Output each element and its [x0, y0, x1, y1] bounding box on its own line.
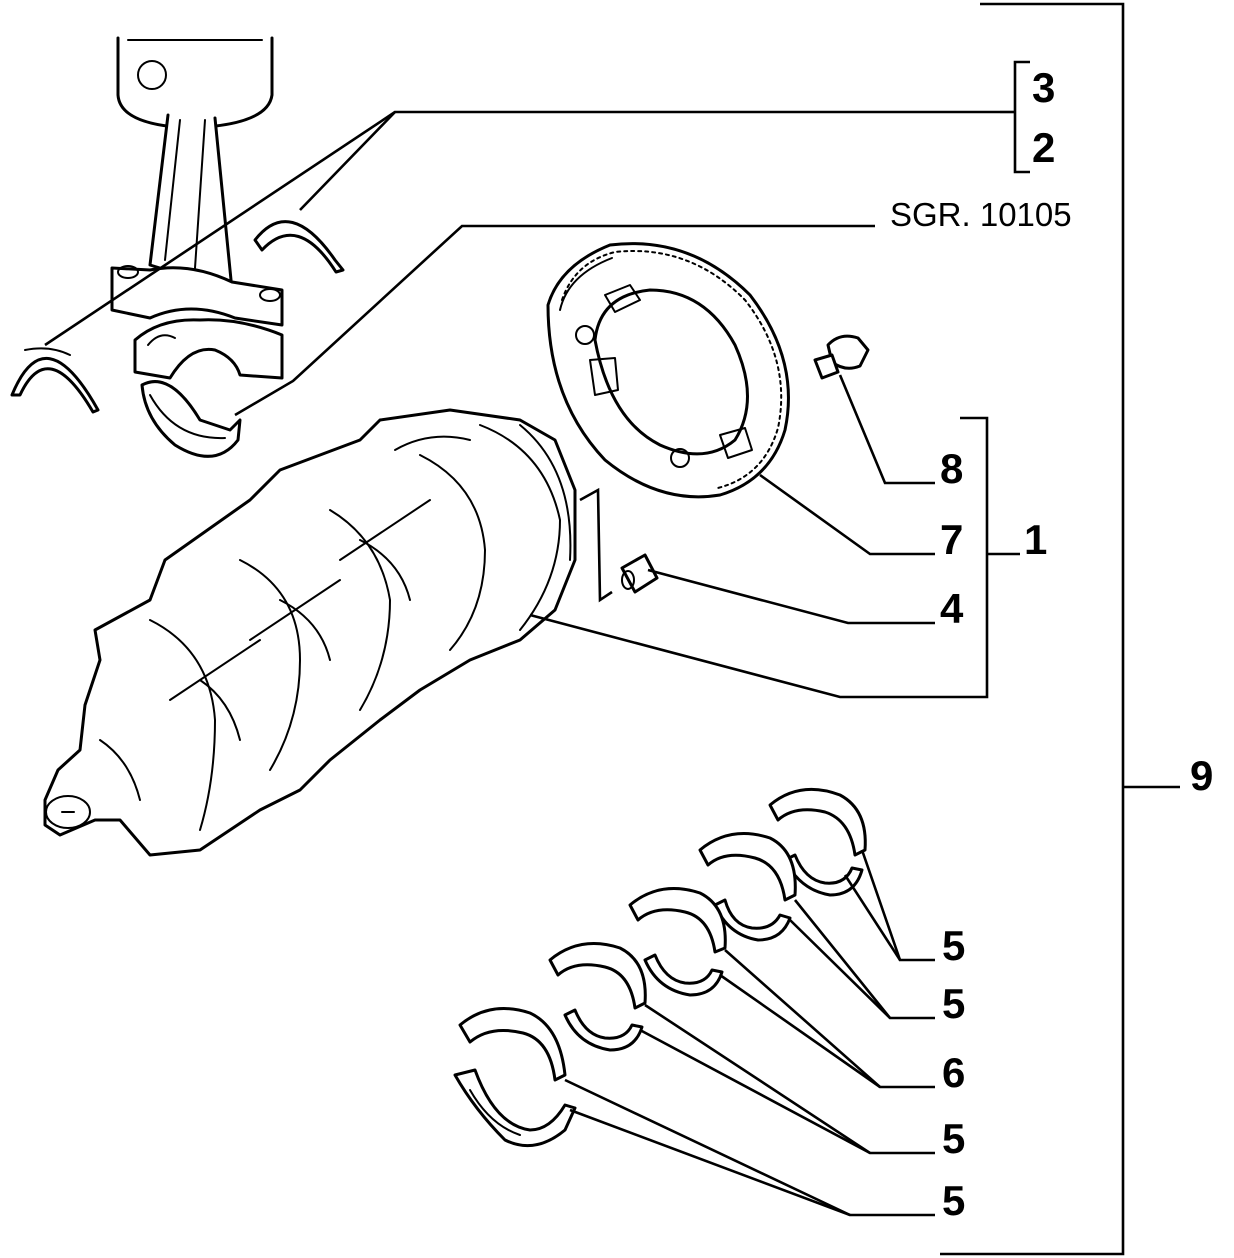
dowel-illustration: [620, 553, 659, 594]
connecting-rod-illustration: [110, 36, 284, 380]
main-bearing-shells-illustration: [453, 787, 867, 1148]
callout-5-d: 5: [942, 1177, 965, 1224]
callout-4: 4: [940, 585, 964, 632]
callout-5-a: 5: [942, 922, 965, 969]
crankshaft-illustration: [43, 408, 577, 857]
screw-illustration: [813, 334, 870, 380]
pulse-ring-illustration: [546, 242, 790, 499]
leader-lines: [44, 2, 1180, 1256]
reference-code-label: SGR. 10105: [890, 196, 1072, 233]
callout-5-b: 5: [942, 980, 965, 1027]
callout-6: 6: [942, 1049, 965, 1096]
callout-3: 3: [1032, 64, 1055, 111]
callout-2: 2: [1032, 124, 1055, 171]
callout-8: 8: [940, 445, 963, 492]
conrod-bearing-shell-cap: [140, 380, 242, 458]
callout-9: 9: [1190, 752, 1213, 799]
callout-5-c: 5: [942, 1115, 965, 1162]
callout-7: 7: [940, 516, 963, 563]
conrod-bearing-shell-lower: [10, 347, 100, 414]
conrod-bearing-shell-upper: [253, 220, 345, 274]
callout-1: 1: [1024, 516, 1047, 563]
